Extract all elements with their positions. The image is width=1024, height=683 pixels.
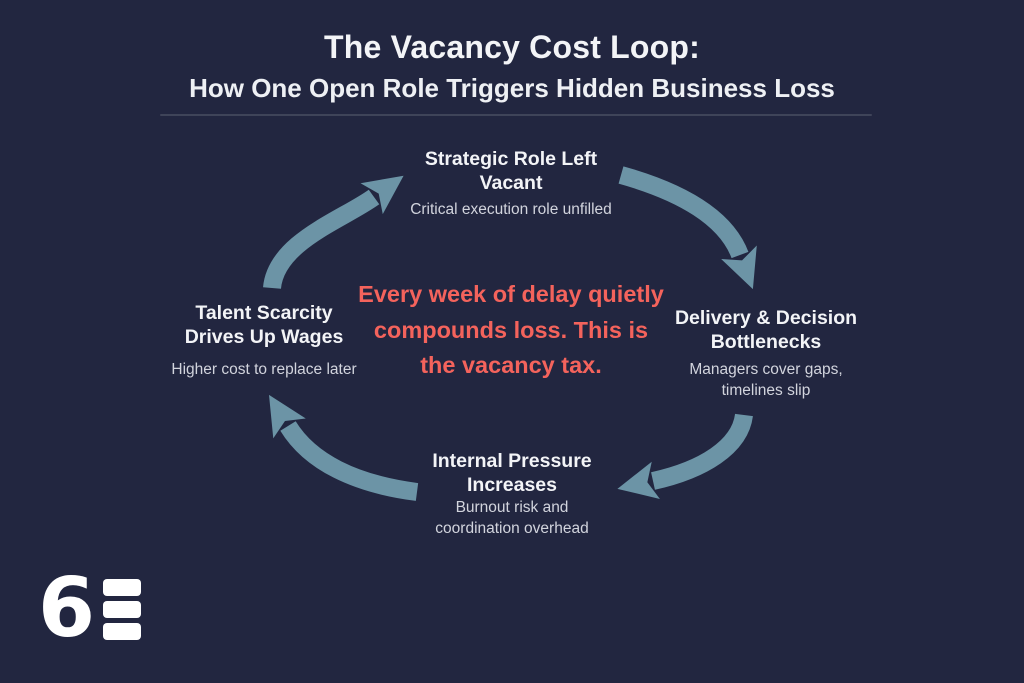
node-desc-internal-pressure: Burnout risk and coordination overhead: [435, 499, 589, 537]
page-subtitle: How One Open Role Triggers Hidden Busine…: [189, 73, 835, 103]
node-title-talent-scarcity: Talent Scarcity Drives Up Wages: [184, 302, 344, 348]
logo-bar: [103, 600, 142, 618]
arrow-top-to-right-icon: [618, 166, 757, 290]
arrow-left-to-top-icon: [263, 175, 404, 290]
brand-logo: 6: [38, 561, 142, 656]
node-desc-strategic-role: Critical execution role unfilled: [410, 201, 612, 218]
page-title: The Vacancy Cost Loop:: [323, 29, 701, 65]
header-divider: [160, 114, 872, 116]
node-title-bottlenecks: Delivery & Decision Bottlenecks: [674, 307, 858, 353]
node-desc-talent-scarcity: Higher cost to replace later: [171, 361, 357, 378]
logo-bar: [103, 622, 142, 640]
node-title-strategic-role: Strategic Role Left Vacant: [424, 148, 598, 194]
logo-bar: [103, 578, 142, 596]
arrow-bottom-to-left-icon: [268, 394, 419, 501]
center-callout: Every week of delay quietly compounds lo…: [358, 281, 664, 378]
logo-digit: 6: [38, 561, 96, 656]
logo-bars-icon: [103, 578, 142, 640]
arrow-right-to-bottom-icon: [617, 413, 753, 499]
node-desc-bottlenecks: Managers cover gaps, timelines slip: [689, 361, 843, 399]
node-title-internal-pressure: Internal Pressure Increases: [432, 450, 592, 496]
